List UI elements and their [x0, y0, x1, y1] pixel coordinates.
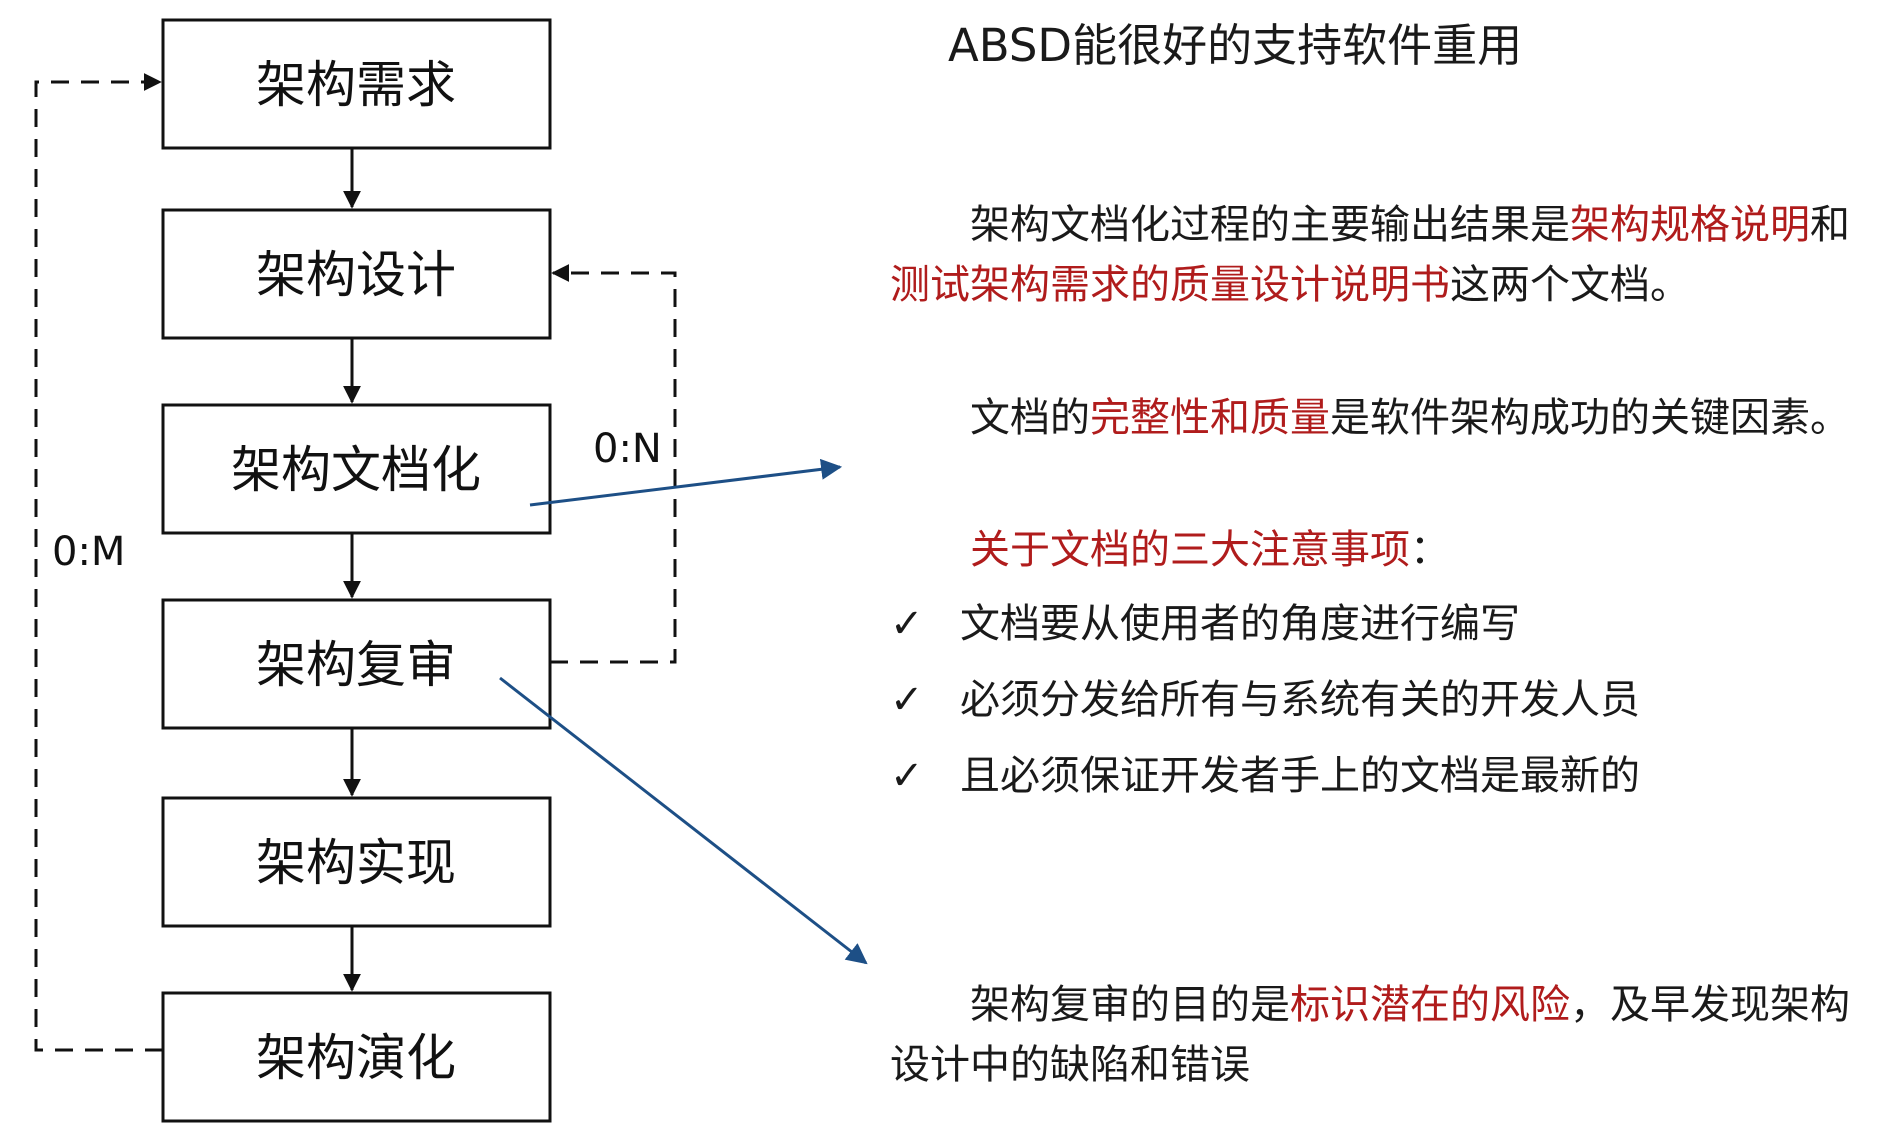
text-run: 是软件架构成功的关键因素。: [1330, 395, 1850, 441]
box-label: 架构需求: [256, 56, 456, 114]
slide-title: ABSD能很好的支持软件重用: [948, 19, 1523, 72]
box-label: 架构设计: [256, 246, 456, 304]
box-architecture-implementation: 架构实现: [161, 796, 552, 928]
box-label: 架构演化: [256, 1029, 456, 1087]
box-architecture-documentation: 架构文档化: [161, 403, 552, 535]
text-run: 架构文档化过程的主要输出结果是: [970, 202, 1570, 248]
box-label: 架构文档化: [231, 441, 481, 499]
outer-feedback-loop: 0:M: [34, 73, 163, 1052]
check-icon: ✓: [890, 601, 924, 647]
text-run: 文档的: [970, 395, 1090, 441]
check-list-item: ✓ 必须分发给所有与系统有关的开发人员: [890, 670, 1640, 730]
text-run: ，及早发现架构设计中的缺陷和错误: [890, 982, 1850, 1088]
text-run: 架构复审的目的是: [970, 982, 1290, 1028]
notes-heading-text: 关于文档的三大注意事项: [970, 527, 1410, 573]
check-item-text: 且必须保证开发者手上的文档是最新的: [960, 753, 1640, 799]
box-architecture-evolution: 架构演化: [161, 991, 552, 1123]
documentation-output-paragraph: 架构文档化过程的主要输出结果是架构规格说明和测试架构需求的质量设计说明书这两个文…: [890, 195, 1880, 315]
check-item-text: 文档要从使用者的角度进行编写: [960, 601, 1520, 647]
highlight-quality-design: 测试架构需求的质量设计说明书: [890, 262, 1450, 308]
documentation-quality-paragraph: 文档的完整性和质量是软件架构成功的关键因素。: [890, 388, 1880, 448]
highlight-completeness: 完整性和质量: [1090, 395, 1330, 441]
text-run: 和: [1810, 202, 1850, 248]
notes-heading-colon: ：: [1410, 527, 1450, 573]
connector-arrows: [499, 458, 868, 965]
highlight-spec: 架构规格说明: [1570, 202, 1810, 248]
inner-feedback-loop: 0:N: [550, 264, 677, 664]
text-run: 这两个文档。: [1450, 262, 1690, 308]
notes-heading: 关于文档的三大注意事项：: [890, 520, 1880, 580]
box-architecture-review: 架构复审: [161, 598, 552, 730]
check-item-text: 必须分发给所有与系统有关的开发人员: [960, 677, 1640, 723]
review-purpose-paragraph: 架构复审的目的是标识潜在的风险，及早发现架构设计中的缺陷和错误: [890, 975, 1880, 1095]
connector-review: [499, 676, 868, 965]
highlight-risk: 标识潜在的风险: [1290, 982, 1570, 1028]
check-list-item: ✓ 且必须保证开发者手上的文档是最新的: [890, 746, 1640, 806]
box-label: 架构复审: [256, 636, 456, 694]
check-list-item: ✓ 文档要从使用者的角度进行编写: [890, 594, 1520, 654]
box-architecture-design: 架构设计: [161, 208, 552, 340]
box-label: 架构实现: [256, 834, 456, 892]
check-icon: ✓: [890, 677, 924, 723]
box-architecture-requirements: 架构需求: [161, 18, 552, 150]
check-icon: ✓: [890, 753, 924, 799]
outer-loop-label: 0:M: [52, 529, 125, 575]
connector-documentation: [529, 458, 843, 507]
inner-loop-label: 0:N: [593, 426, 662, 472]
